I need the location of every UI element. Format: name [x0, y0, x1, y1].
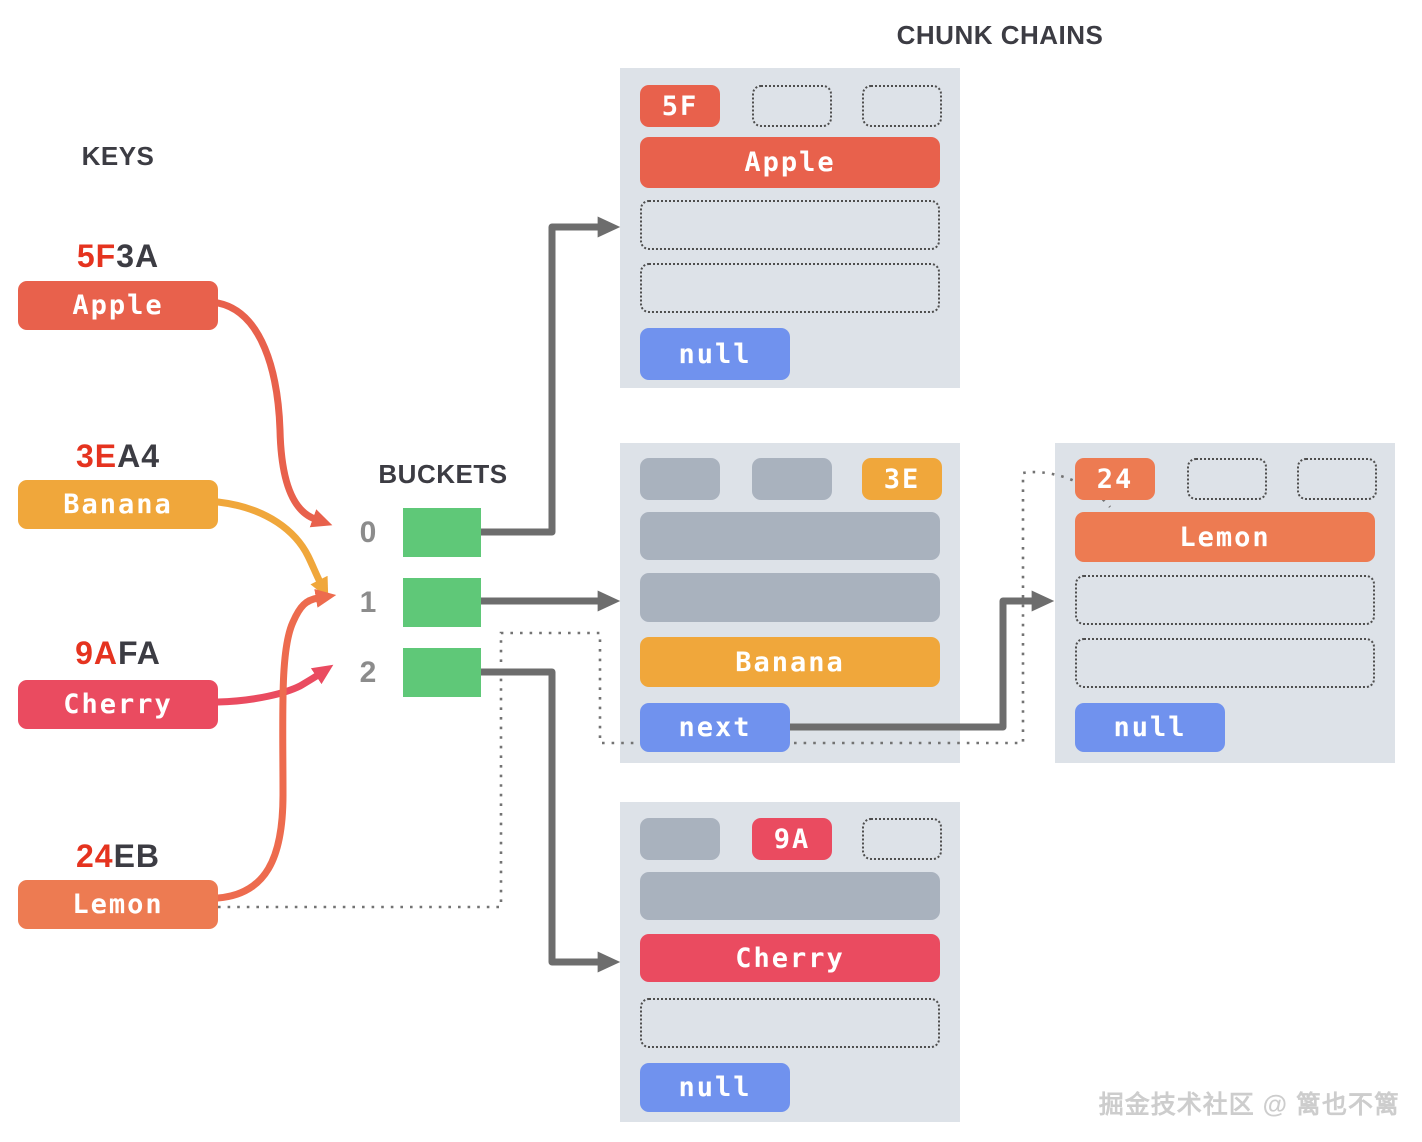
key-hash-lemon: 24EB	[18, 838, 218, 875]
bucket-0	[403, 508, 481, 557]
bucket-1	[403, 578, 481, 627]
hash-suffix: 3A	[116, 238, 160, 274]
hash-prefix: 5F	[76, 238, 117, 274]
key-hash-banana: 3EA4	[18, 438, 218, 475]
hash-suffix: FA	[118, 635, 161, 671]
bucket-index-0: 0	[359, 515, 377, 549]
cherry-chunk-pointer: null	[640, 1063, 790, 1112]
lemon-chunk-empty-slot	[1187, 458, 1267, 500]
cherry-to-bucket2-arrow	[214, 664, 334, 706]
cherry-chunk-entry: Cherry	[640, 934, 940, 982]
lemon-chunk-entry: Lemon	[1075, 512, 1375, 562]
hash-prefix: 24	[75, 838, 114, 874]
bucket-index-2: 2	[359, 655, 377, 689]
banana-chunk-pointer-next: next	[640, 703, 790, 752]
buckets-title: BUCKETS	[378, 459, 508, 489]
apple-chunk-pointer: null	[640, 328, 790, 380]
banana-chunk-used-slot	[752, 458, 832, 500]
hash-suffix: A4	[117, 438, 161, 474]
lemon-chunk-hash-slot: 24	[1075, 458, 1155, 500]
key-box-lemon: Lemon	[18, 880, 218, 929]
banana-to-bucket1-arrow	[214, 498, 329, 599]
key-hash-apple: 5F3A	[18, 238, 218, 275]
banana-chunk-used-slot	[640, 458, 720, 500]
apple-chunk-empty-slot	[752, 85, 832, 127]
cherry-chunk-hash-slot: 9A	[752, 818, 832, 860]
banana-chunk-used-row	[640, 573, 940, 622]
apple-to-bucket0-arrow	[214, 299, 333, 528]
banana-chunk-hash-slot: 3E	[862, 458, 942, 500]
key-box-cherry: Cherry	[18, 680, 218, 729]
cherry-chunk-empty-slot	[862, 818, 942, 860]
apple-chunk-empty-row	[640, 200, 940, 250]
cherry-chunk-used-row	[640, 872, 940, 920]
banana-chunk-used-row	[640, 512, 940, 560]
cherry-chunk-empty-row	[640, 998, 940, 1048]
lemon-to-bucket1-arrow	[214, 588, 337, 902]
banana-chunk-entry: Banana	[640, 637, 940, 687]
apple-chunk-empty-row	[640, 263, 940, 313]
lemon-chunk-pointer: null	[1075, 703, 1225, 752]
key-box-apple: Apple	[18, 281, 218, 330]
lemon-chunk-empty-slot	[1297, 458, 1377, 500]
chunk-chains-title: CHUNK CHAINS	[896, 20, 1104, 50]
watermark: 掘金技术社区 @ 篱也不篱	[1098, 1091, 1400, 1119]
hash-prefix: 9A	[75, 635, 118, 671]
cherry-chunk-used-slot	[640, 818, 720, 860]
apple-chunk-entry: Apple	[640, 137, 940, 188]
key-hash-cherry: 9AFA	[18, 635, 218, 672]
hash-prefix: 3E	[75, 438, 118, 474]
bucket-index-1: 1	[359, 585, 377, 619]
hash-suffix: EB	[113, 838, 161, 874]
lemon-chunk-empty-row	[1075, 575, 1375, 625]
apple-chunk-empty-slot	[862, 85, 942, 127]
bucket-2	[403, 648, 481, 697]
apple-chunk-hash-slot: 5F	[640, 85, 720, 127]
lemon-chunk-empty-row	[1075, 638, 1375, 688]
key-box-banana: Banana	[18, 480, 218, 529]
bucket2-to-cherry-chunk-connector	[481, 668, 621, 973]
keys-title: KEYS	[81, 141, 155, 171]
